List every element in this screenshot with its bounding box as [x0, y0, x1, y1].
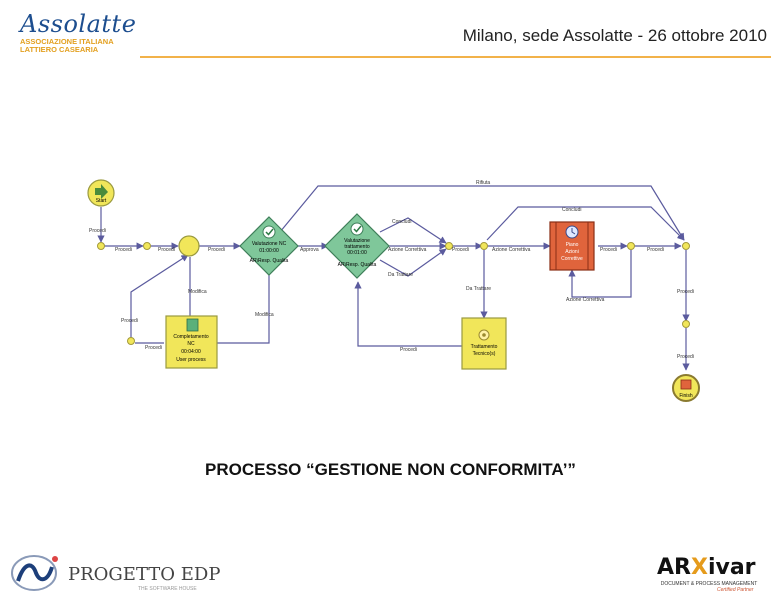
- progetto-edp-emblem-icon: [11, 555, 58, 591]
- edge-label-procedi-7: Procedi: [400, 347, 417, 353]
- edge-label-rifiuta: Rifiuta: [476, 180, 490, 186]
- piano-azioni-title-2: Azioni: [565, 249, 579, 255]
- edge-label-procedi-8: Procedi: [677, 289, 694, 295]
- form-icon: [186, 318, 199, 332]
- finish-event: Finish: [672, 374, 700, 402]
- arxivar-tagline: DOCUMENT & PROCESS MANAGEMENT: [660, 581, 758, 587]
- valutazione-trattamento-node: Valutazione trattamento 00:01:00 AR\Resp…: [324, 213, 390, 279]
- completamento-nc-role: User process: [176, 357, 206, 363]
- edge-label-concludi-2: Concludi: [562, 207, 581, 213]
- start-arrow-icon: [95, 184, 108, 199]
- arxivar-part-b: ivar: [707, 555, 756, 580]
- valutazione-nc-title: Valutazione NC: [252, 241, 287, 247]
- arxivar-part-x: X: [690, 555, 708, 580]
- edge-label-azione-correttiva-3: Azione Correttiva: [566, 297, 605, 303]
- edge-label-procedi-6: Procedi: [647, 247, 664, 253]
- edge-label-modifica-2: Modifica: [255, 312, 274, 318]
- header-title: Milano, sede Assolatte - 26 ottobre 2010: [462, 26, 767, 45]
- edge-label-procedi-back: Procedi: [145, 345, 162, 351]
- valutazione-nc-time: 01:00:00: [259, 248, 279, 254]
- arxivar-wordmark: ARXivar: [657, 555, 756, 580]
- header-divider: [140, 56, 771, 58]
- edge-label-azione-correttiva-2: Azione Correttiva: [492, 247, 531, 253]
- arxivar-part-a: AR: [657, 555, 691, 580]
- diagram-caption: PROCESSO “GESTIONE NON CONFORMITA’”: [205, 460, 576, 479]
- check-icon: [350, 222, 364, 236]
- progetto-edp-text: PROGETTO EDP: [68, 564, 221, 585]
- finish-label: Finish: [679, 393, 693, 399]
- progetto-edp-logo: PROGETTO EDP THE SOFTWARE HOUSE: [8, 553, 238, 593]
- trattamento-tecnico-title-2: Tecnico(s): [473, 351, 496, 357]
- edge-label-procedi-2: Procedi: [158, 247, 175, 253]
- check-icon: [262, 225, 276, 239]
- arxivar-logo: ARXivar DOCUMENT & PROCESS MANAGEMENT Ce…: [649, 553, 769, 593]
- valutazione-trattamento-role: AR\Resp. Qualita: [338, 262, 377, 268]
- piano-azioni-title-1: Piano: [566, 242, 579, 248]
- valutazione-nc-role: AR\Resp. Qualita: [250, 258, 289, 264]
- valutazione-trattamento-title-1: Valutazione: [344, 238, 370, 244]
- logo-line2: LATTIERO CASEARIA: [20, 45, 99, 54]
- completamento-nc-title-2: NC: [187, 341, 195, 347]
- progetto-edp-tagline: THE SOFTWARE HOUSE: [138, 586, 197, 592]
- valutazione-trattamento-time: 00:01:00: [347, 250, 367, 256]
- piano-azioni-node: Piano Azioni Correttive: [549, 221, 595, 271]
- completamento-nc-node: Completamento NC 00:04:00 User process: [165, 315, 218, 369]
- logo-name: Assolatte: [20, 10, 137, 38]
- edge-label-procedi-5: Procedi: [600, 247, 617, 253]
- piano-azioni-title-3: Correttive: [561, 256, 583, 262]
- assolatte-logo: Assolatte ASSOCIAZIONE ITALIANA LATTIERO…: [20, 10, 136, 54]
- edge-label-procedi-1: Procedi: [115, 247, 132, 253]
- completamento-nc-time: 00:04:00: [181, 349, 201, 355]
- connector-junctions: [97, 242, 690, 345]
- edge-label-modifica-1: Modifica: [188, 289, 207, 295]
- start-event: Start: [87, 179, 115, 207]
- start-label: Start: [96, 198, 107, 204]
- edge-label-approva: Approva: [300, 247, 319, 253]
- merge-gateway: [178, 235, 200, 257]
- edge-label-azione-correttiva-1: Azione Correttiva: [388, 247, 427, 253]
- edge-label-procedi-3: Procedi: [208, 247, 225, 253]
- valutazione-trattamento-title-2: trattamento: [344, 244, 370, 250]
- logo-line1: ASSOCIAZIONE ITALIANA: [20, 37, 114, 46]
- edge-label-procedi-loop: Procedi: [121, 318, 138, 324]
- edge-label-da-trattare-1: Da Trattare: [388, 272, 413, 278]
- edge-labels: Rifiuta Procedi Procedi Procedi Procedi …: [89, 180, 694, 360]
- edge-label-procedi-4: Procedi: [452, 247, 469, 253]
- arxivar-partner: Certified Partner: [717, 587, 754, 593]
- valutazione-nc-node: Valutazione NC 01:00:00 AR\Resp. Qualita: [239, 216, 299, 276]
- edge-label-da-trattare-2: Da Trattare: [466, 286, 491, 292]
- completamento-nc-title-1: Completamento: [173, 334, 209, 340]
- trattamento-tecnico-node: Trattamento Tecnico(s): [461, 317, 507, 370]
- edge-label-procedi-start: Procedi: [89, 228, 106, 234]
- trattamento-tecnico-title-1: Trattamento: [471, 344, 498, 350]
- edge-label-procedi-9: Procedi: [677, 354, 694, 360]
- stop-icon: [680, 379, 692, 390]
- edge-label-concludi-1: Concludi: [392, 219, 411, 225]
